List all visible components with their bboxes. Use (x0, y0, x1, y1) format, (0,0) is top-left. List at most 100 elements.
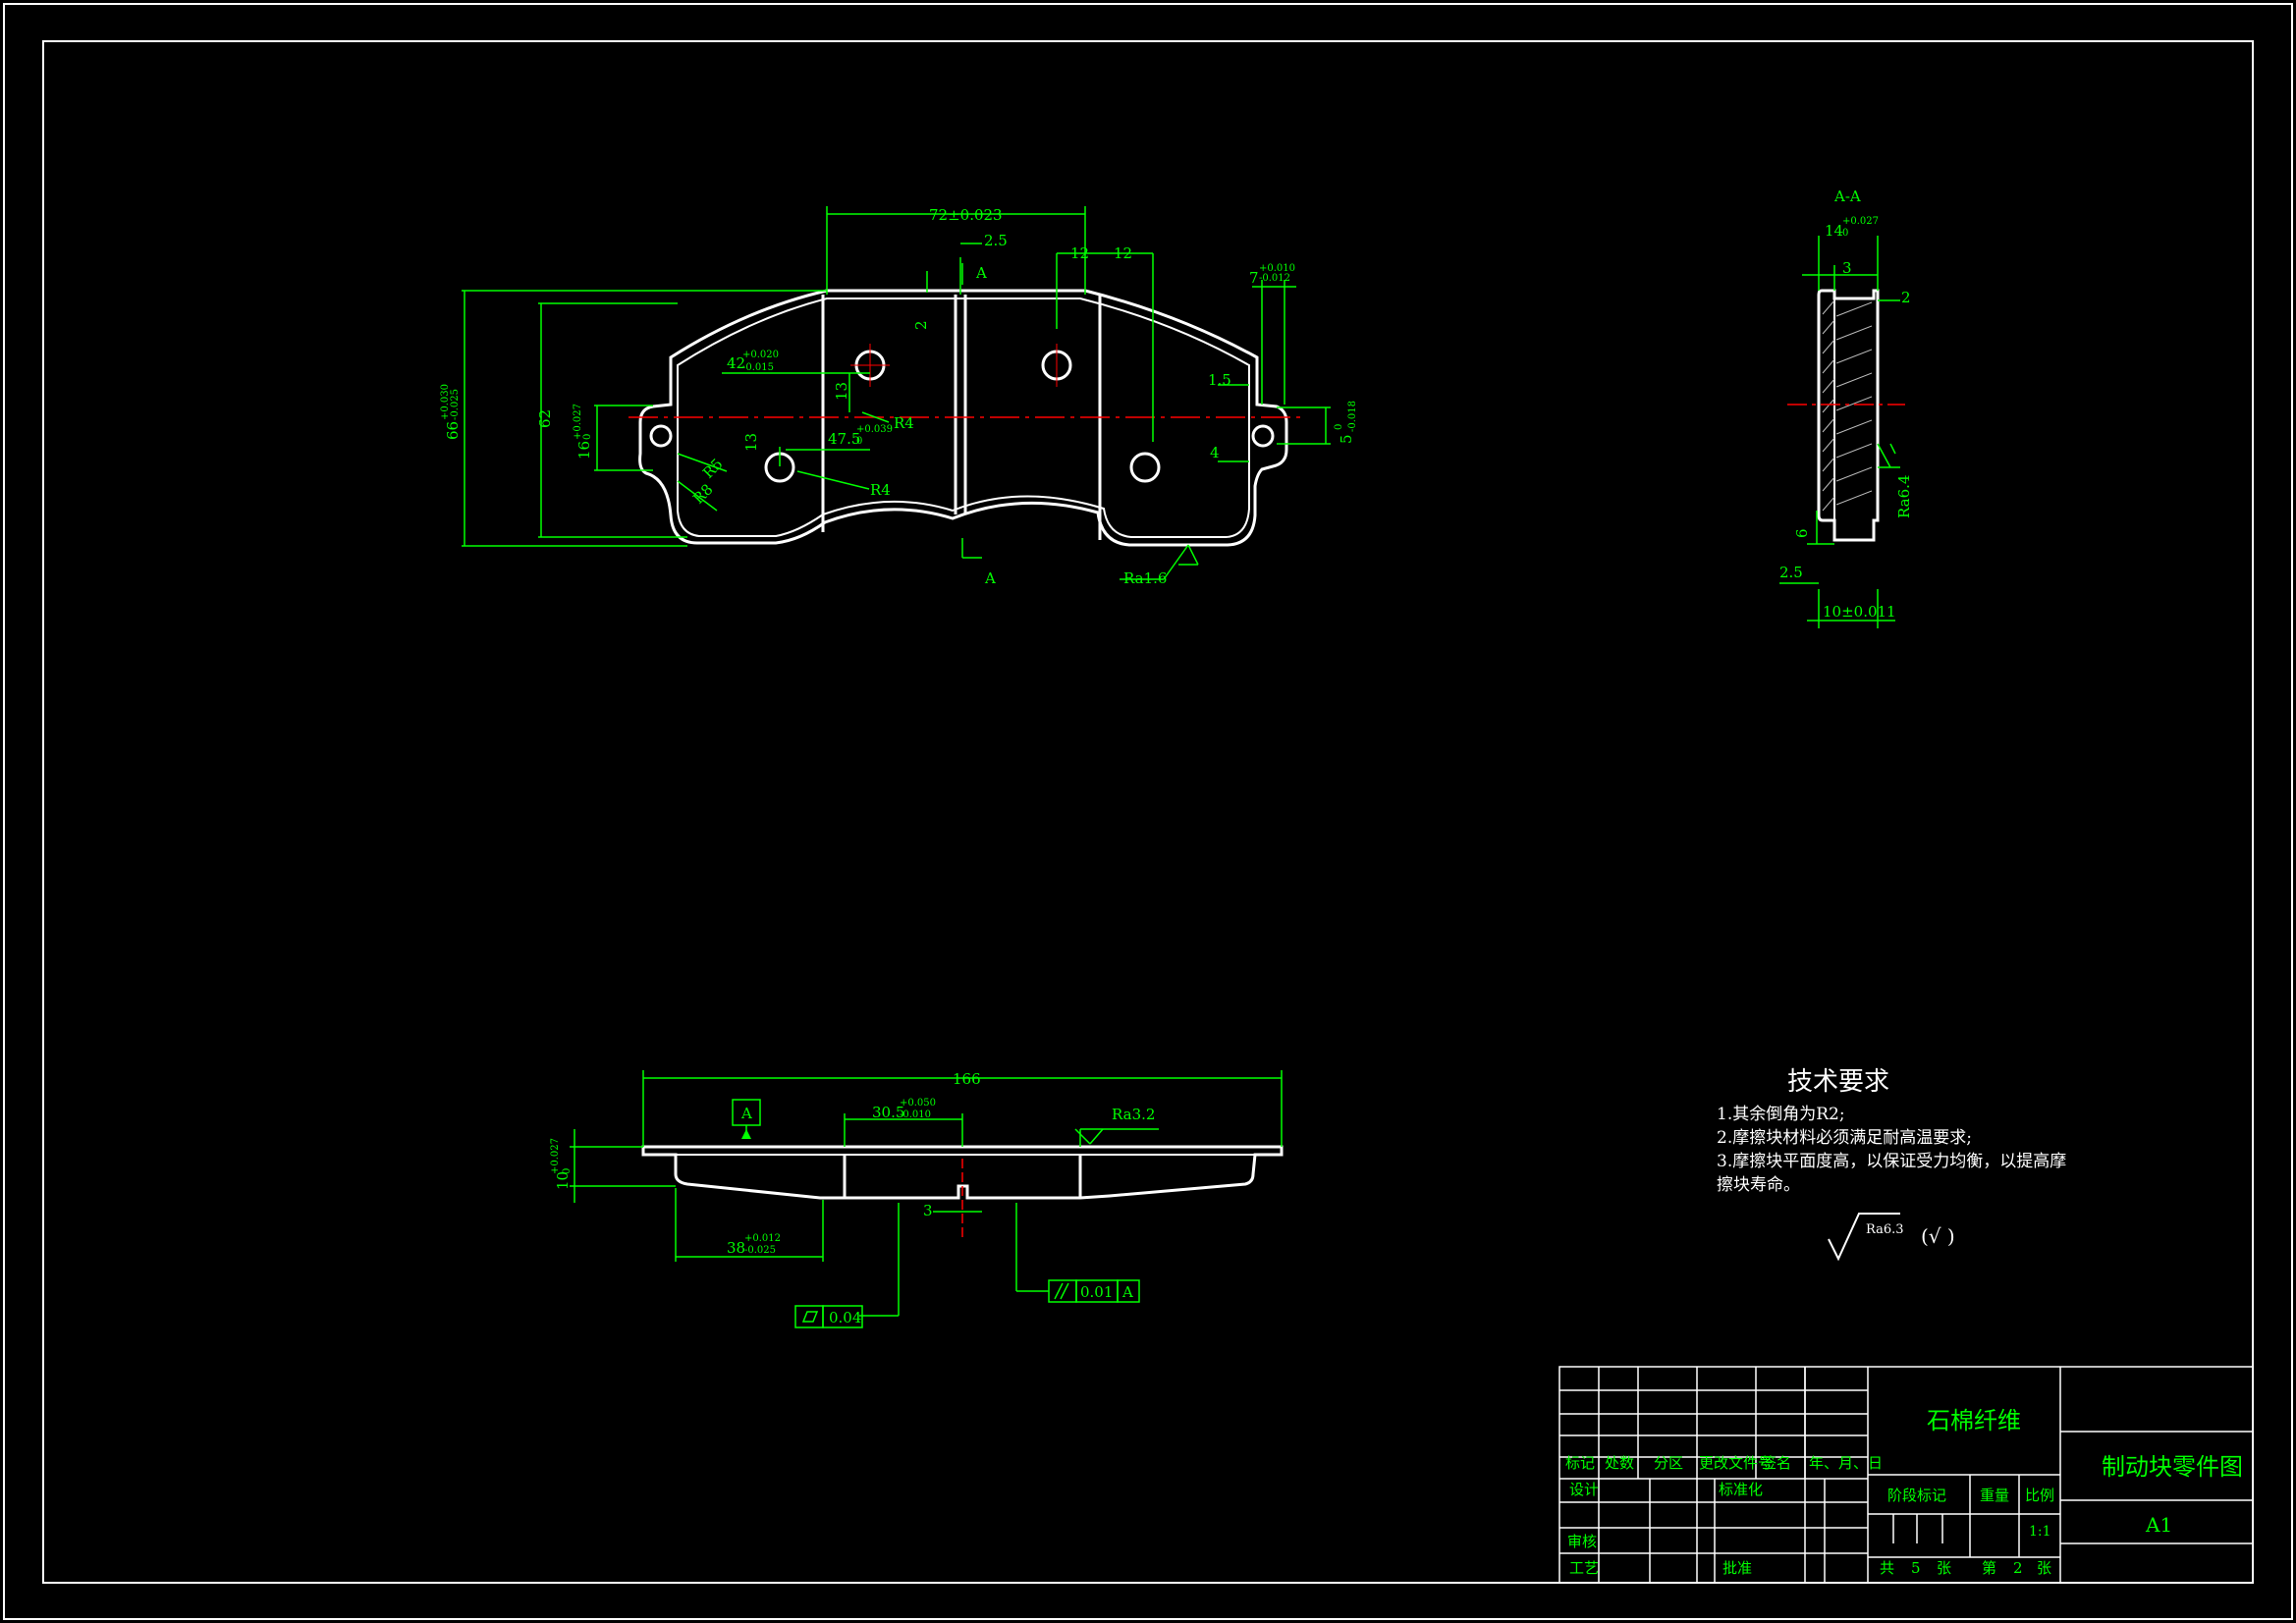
sec-dim-2: 2 (1901, 289, 1911, 306)
tb-drawing-no: A1 (2145, 1513, 2172, 1537)
tb-review: 审核 (1567, 1533, 1597, 1550)
bot-dim-10-up: +0.027 (550, 1138, 561, 1174)
dim-16-up: +0.027 (573, 404, 583, 440)
title-block: 石棉纤维 制动块零件图 A1 标记 处数 分区 更改文件号 签名 年、月、日 设… (1558, 1366, 2254, 1584)
tb-unit1: 张 (1937, 1559, 1951, 1577)
dim-47-lo: 0 (856, 436, 862, 447)
tb-process: 工艺 (1569, 1559, 1599, 1577)
tech-item-1: 1.其余倒角为R2; (1717, 1105, 1845, 1124)
dim-62: 62 (536, 409, 554, 428)
dim-47-5: 47.5 (828, 430, 860, 448)
dim-7: 7 (1249, 269, 1259, 287)
dim-2-5: 2.5 (984, 232, 1008, 249)
dim-4: 4 (1210, 444, 1220, 461)
tb-scale-value: 1:1 (2029, 1524, 2051, 1540)
tb-weight: 重量 (1980, 1487, 2009, 1504)
inner-border (42, 40, 2254, 1584)
dim-1-5: 1.5 (1208, 371, 1231, 389)
dim-12a: 12 (1070, 244, 1089, 262)
dim-42-lo: -0.015 (742, 362, 774, 373)
dim-66: 66 (444, 421, 462, 440)
tech-roughness-note: (√ ) (1921, 1224, 1955, 1248)
bottom-view: 166 A 30.5 +0.050 -0.010 Ra3.2 10 +0.027… (550, 1070, 1284, 1328)
roughness-ra1-6: Ra1.6 (1123, 569, 1167, 587)
dim-66-lo: -0.025 (450, 389, 461, 420)
pad-outline (677, 298, 1250, 538)
tb-design: 设计 (1569, 1481, 1599, 1498)
dim-5-lo: -0.018 (1347, 401, 1358, 432)
dim-r4a: R4 (894, 414, 914, 432)
dim-12b: 12 (1114, 244, 1132, 262)
bot-dim-30-5: 30.5 (872, 1104, 904, 1121)
sec-dim-10: 10±0.011 (1823, 603, 1896, 621)
bot-dim-10: 10 (554, 1171, 572, 1190)
parallel-datum: A (1121, 1283, 1133, 1301)
section-mark-top: A (975, 264, 987, 282)
dim-2: 2 (912, 320, 930, 330)
bot-dim-38-up: +0.012 (744, 1233, 781, 1244)
dim-7-up: +0.010 (1259, 263, 1295, 274)
tb-h-mark: 标记 (1565, 1454, 1595, 1472)
tb-total-prefix: 共 (1880, 1559, 1894, 1577)
tb-h-count: 处数 (1605, 1454, 1634, 1472)
tb-h-change: 更改文件号 (1699, 1454, 1773, 1472)
tech-item-2: 2.摩擦块材料必须满足耐高温要求; (1717, 1128, 1972, 1148)
bot-dim-30-up: +0.050 (900, 1098, 936, 1109)
dim-42: 42 (727, 354, 745, 372)
tb-sheet-prefix: 第 (1982, 1559, 1996, 1577)
bot-dim-3: 3 (923, 1202, 933, 1219)
dim-7-lo: -0.012 (1259, 273, 1290, 284)
dim-47-up: +0.039 (856, 424, 893, 435)
outer-border (3, 3, 2293, 1620)
dim-13a: 13 (833, 382, 850, 401)
tech-roughness: Ra6.3 (1866, 1222, 1904, 1237)
hole-ear-left (649, 424, 673, 448)
front-view: 72±0.023 2.5 A A 12 12 7 +0.010 -0.012 6… (440, 206, 1358, 587)
bot-roughness: Ra3.2 (1112, 1106, 1155, 1123)
sec-dim-14-lo: 0 (1842, 228, 1848, 239)
tb-total: 5 (1911, 1559, 1921, 1577)
section-view: A-A (1779, 188, 1913, 628)
dim-13b: 13 (742, 433, 760, 452)
sec-dim-3: 3 (1842, 259, 1852, 277)
tb-drawing-title: 制动块零件图 (2102, 1453, 2243, 1481)
tb-scale-label: 比例 (2025, 1487, 2054, 1504)
bot-dim-166: 166 (953, 1070, 981, 1088)
tb-h-date: 年、月、日 (1809, 1454, 1883, 1472)
sec-dim-2-5: 2.5 (1779, 564, 1803, 581)
sec-dim-14: 14 (1825, 222, 1843, 240)
bot-dim-30-lo: -0.010 (900, 1109, 931, 1120)
bot-dim-10-lo: 0 (562, 1168, 573, 1174)
bot-dim-38-lo: -0.025 (744, 1245, 776, 1256)
dim-r4b: R4 (870, 481, 891, 499)
section-title: A-A (1833, 188, 1861, 205)
dim-72: 72±0.023 (929, 206, 1003, 224)
tb-approve: 批准 (1722, 1559, 1752, 1577)
hole-ear-right (1251, 424, 1275, 448)
bottom-plate (641, 1145, 1284, 1200)
dim-16-lo: 0 (582, 434, 593, 440)
dim-16: 16 (575, 441, 593, 460)
sec-dim-14-up: +0.027 (1842, 216, 1879, 227)
tb-unit2: 张 (2037, 1559, 2051, 1577)
tb-sheet-no: 2 (2013, 1559, 2023, 1577)
parallel-value: 0.01 (1080, 1283, 1113, 1301)
tb-h-zone: 分区 (1654, 1454, 1683, 1472)
tech-title: 技术要求 (1787, 1067, 1889, 1097)
bot-datum-a: A (740, 1105, 752, 1122)
tech-item-3: 3.摩擦块平面度高，以保证受力均衡，以提高摩 (1717, 1152, 2066, 1171)
flatness-value: 0.04 (829, 1309, 861, 1326)
dim-42-up: +0.020 (742, 350, 779, 360)
tech-item-4: 擦块寿命。 (1717, 1175, 1800, 1195)
tb-stage-mark: 阶段标记 (1887, 1487, 1946, 1504)
hole-4 (1129, 452, 1161, 483)
tb-h-sign: 签名 (1762, 1454, 1791, 1472)
tb-material: 石棉纤维 (1927, 1407, 2021, 1434)
bot-dim-38: 38 (727, 1239, 745, 1257)
dim-66-up: +0.030 (440, 384, 451, 420)
dim-5-up: 0 (1334, 424, 1344, 430)
dim-5: 5 (1338, 434, 1355, 444)
section-mark-bottom: A (984, 569, 996, 587)
tb-standardize: 标准化 (1719, 1481, 1763, 1498)
